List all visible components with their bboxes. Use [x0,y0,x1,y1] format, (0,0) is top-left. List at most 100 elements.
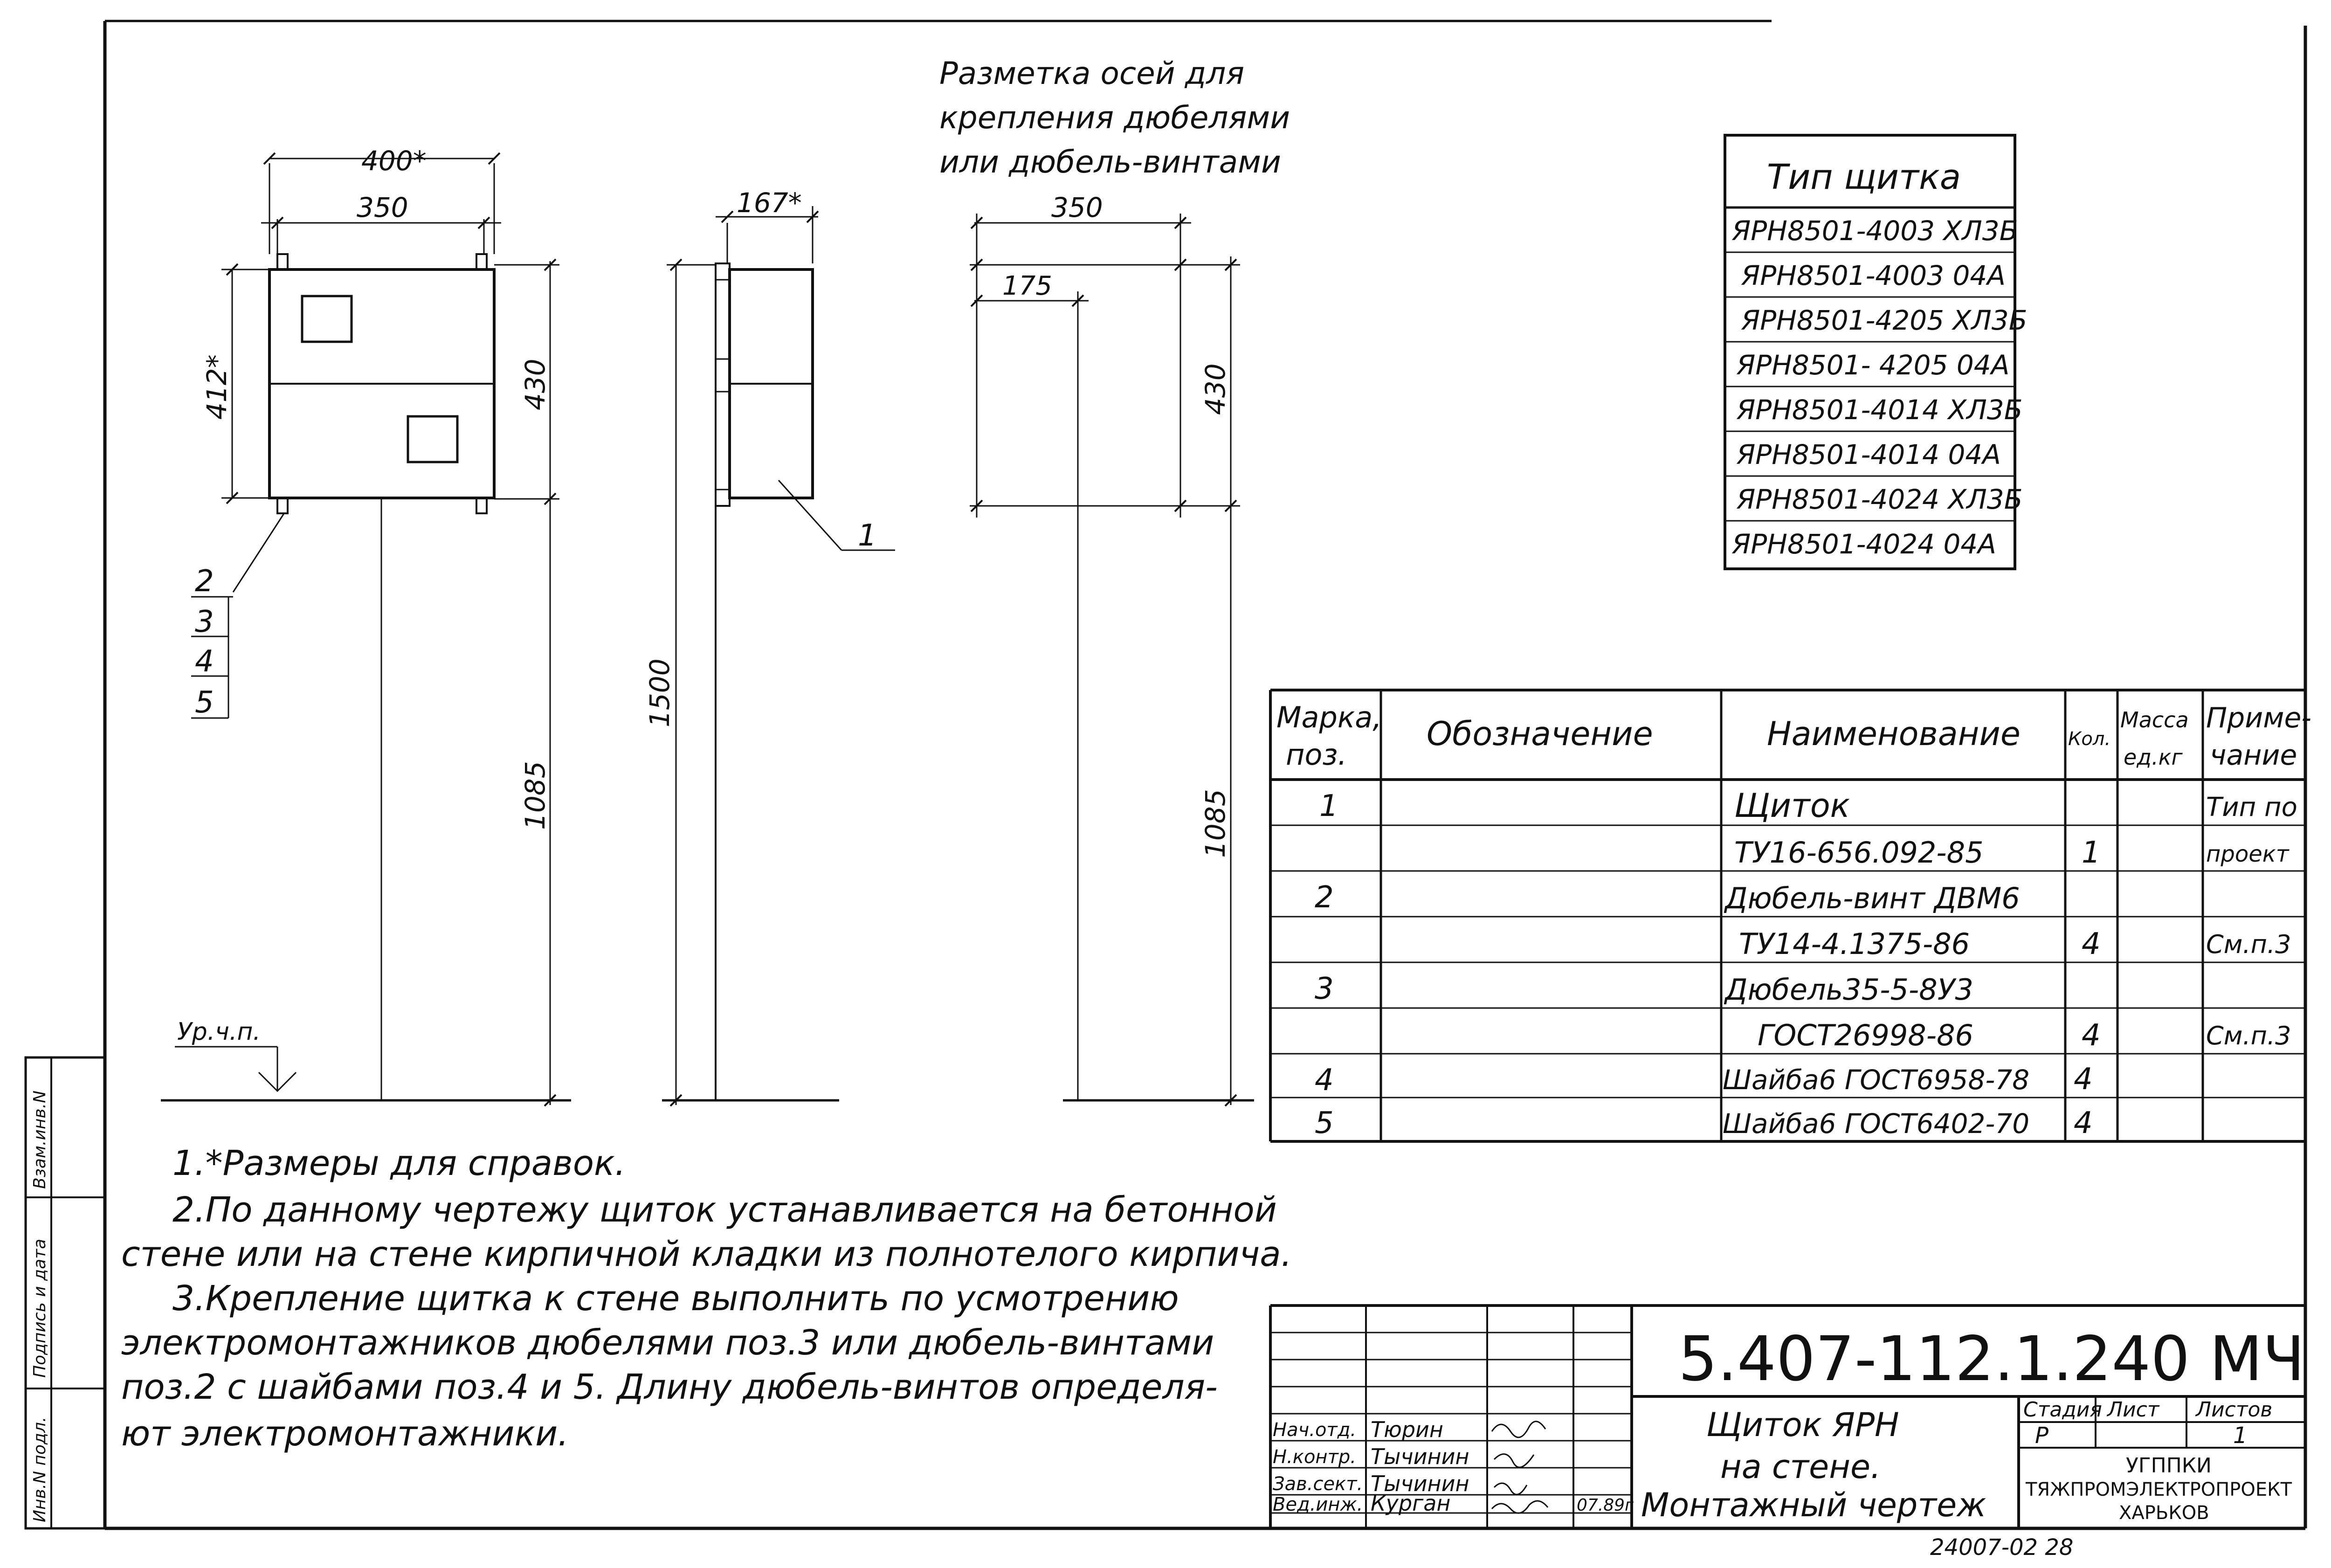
spec-row-1-note: Тип по [2206,792,2297,822]
note-line-5: электромонтажников дюбелями поз.3 или дю… [121,1323,1214,1363]
sheets-label: Листов [2195,1398,2272,1422]
hdr-qty: Кол. [2068,728,2110,750]
spec-row-7-qty: 4 [2074,1062,2093,1097]
callout-5: 5 [195,685,214,720]
type-table: Тип щитка ЯРН8501-4003 ХЛ3Б ЯРН8501-4003… [1724,134,2028,570]
hdr-designation: Обозначение [1427,715,1653,753]
podpis-data-label: Подпись и дата [30,1239,49,1378]
spec-row-7-mark: 4 [1315,1063,1334,1098]
left-margin-strip: Инв.N подл. Подпись и дата Взам.инв.N [24,1056,106,1530]
type-row-4: ЯРН8501- 4205 04А [1736,349,2009,381]
document-code: 5.407-112.1.240 МЧ [1678,1323,2305,1395]
callout-2: 2 [195,564,214,599]
spec-row-7-name: Шайба6 ГОСТ6958-78 [1723,1064,2029,1096]
axes-caption-line-3: или дюбель-винтами [939,144,1281,180]
axes-view: Разметка осей для крепления дюбелями или… [939,55,1290,1107]
org-line-1: УГППКИ [2126,1454,2212,1478]
sig-role-4: Вед.инж. [1273,1494,1363,1515]
note-line-3: стене или на стене кирпичной кладки из п… [121,1234,1292,1274]
dim-width-mounting: 350 [357,192,408,223]
hdr-note-l1: Приме- [2206,702,2311,734]
spec-row-1-mark: 1 [1319,789,1338,823]
spec-row-1-name: Щиток [1734,787,1850,825]
spec-row-4-name: ТУ14-4.1375-86 [1739,927,1970,961]
spec-row-8-mark: 5 [1315,1106,1334,1140]
title-block: Нач.отд. Тюрин Н.контр. Тычинин Зав.сект… [1269,1304,2305,1561]
hdr-mass-l1: Масса [2120,707,2189,732]
axes-dim-half: 175 [1002,271,1052,301]
title-line-1: Щиток ЯРН [1706,1406,1899,1444]
spec-row-4-qty: 4 [2082,927,2101,961]
hdr-mark-l1: Марка, [1276,700,1382,734]
sheet-label: Лист [2106,1398,2160,1422]
type-row-8: ЯРН8501-4024 04А [1731,528,1996,560]
signature-mark-1 [1491,1421,1546,1438]
sig-name-4: Курган [1371,1491,1451,1516]
sheets-value: 1 [2233,1423,2248,1449]
callout-3: 3 [195,605,214,639]
sig-date: 07.89г [1577,1496,1634,1515]
axes-dim-width: 350 [1051,192,1103,223]
sig-name-2: Тычинин [1371,1444,1469,1469]
callout-4: 4 [195,644,214,679]
note-line-1: 1.*Размеры для справок. [172,1143,626,1183]
spec-row-4-note: См.п.3 [2206,930,2291,959]
stage-label: Стадия [2023,1398,2102,1422]
hdr-mass-l2: ед.кг [2124,745,2183,770]
dim-width-total: 400* [361,145,427,177]
type-row-1: ЯРН8501-4003 ХЛ3Б [1731,215,2018,247]
sig-role-1: Нач.отд. [1273,1419,1356,1441]
title-line-3: Монтажный чертеж [1641,1486,1986,1524]
spec-row-2-name: ТУ16-656.092-85 [1734,836,1984,870]
inv-podl-label: Инв.N подл. [30,1417,49,1522]
sig-role-2: Н.контр. [1273,1446,1356,1468]
signature-mark-2 [1493,1453,1535,1468]
dim-depth: 167* [737,187,802,219]
spec-row-5-name: Дюбель35-5-8У3 [1724,973,1973,1007]
type-row-2: ЯРН8501-4003 04А [1741,260,2006,291]
type-table-header: Тип щитка [1767,157,1961,197]
note-line-7: ют электромонтажники. [121,1414,569,1454]
note-line-4: 3.Крепление щитка к стене выполнить по у… [172,1278,1179,1319]
spec-row-5-mark: 3 [1315,972,1334,1006]
callout-1: 1 [858,518,877,553]
floor-level-label: Ур.ч.п. [177,1018,261,1046]
type-row-5: ЯРН8501-4014 ХЛ3Б [1736,394,2023,426]
hdr-note-l2: чание [2210,739,2297,772]
front-view: 400* 350 412* 430 1 [161,145,571,1107]
signature-mark-4 [1491,1500,1549,1514]
spec-row-6-name: ГОСТ26998-86 [1758,1018,1973,1052]
spec-row-6-qty: 4 [2082,1018,2101,1053]
stage-value: Р [2035,1423,2048,1449]
axes-caption-line-2: крепления дюбелями [939,100,1290,136]
sig-name-1: Тюрин [1371,1417,1443,1442]
spec-row-3-name: Дюбель-винт ДВМ6 [1724,881,2020,915]
org-line-3: ХАРЬКОВ [2119,1502,2209,1524]
dim-height-total: 412* [201,354,233,420]
hdr-mark-l2: поз. [1286,738,1347,772]
type-row-3: ЯРН8501-4205 ХЛ3Б [1741,304,2028,336]
notes: 1.*Размеры для справок. 2.По данному чер… [121,1143,1292,1454]
spec-row-2-note: проект [2206,841,2290,867]
note-line-2: 2.По данному чертежу щиток устанавливает… [172,1190,1277,1230]
type-row-6: ЯРН8501-4014 04А [1736,439,2001,470]
side-view: 167* 1500 1 [644,187,895,1107]
vzam-inv-label: Взам.инв.N [30,1091,49,1189]
sig-name-3: Тычинин [1371,1471,1469,1496]
dim-height-mounting: 430 [519,359,551,410]
org-line-2: ТЯЖПРОМЭЛЕКТРОПРОЕКТ [2025,1479,2292,1500]
axes-dim-to-floor: 1085 [1200,789,1231,858]
hdr-name: Наименование [1767,715,2021,753]
dim-to-floor-front: 1085 [519,761,551,830]
type-row-7: ЯРН8501-4024 ХЛ3Б [1736,484,2023,515]
archive-number: 24007-02 28 [1930,1534,2073,1561]
signature-mark-3 [1493,1482,1528,1495]
spec-row-6-note: См.п.3 [2206,1021,2291,1050]
spec-row-8-qty: 4 [2074,1106,2093,1140]
sig-role-3: Зав.сект. [1273,1473,1363,1495]
title-line-2: на стене. [1720,1448,1881,1486]
spec-row-3-mark: 2 [1315,880,1334,915]
note-line-6: поз.2 с шайбами поз.4 и 5. Длину дюбель-… [121,1367,1218,1407]
spec-row-2-qty: 1 [2082,836,2101,870]
